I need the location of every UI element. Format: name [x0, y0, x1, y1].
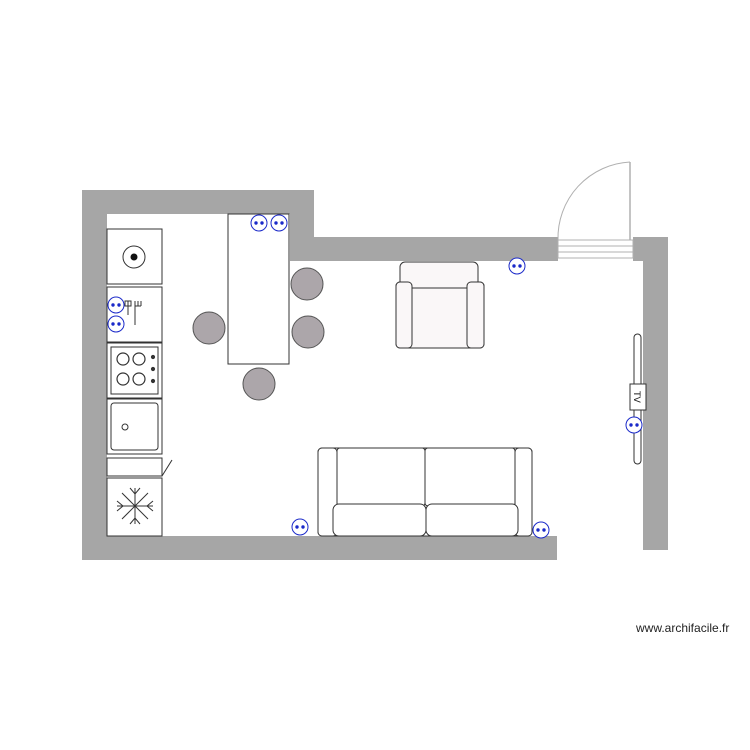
dishwasher-module — [106, 457, 163, 477]
wall-outlet-icon — [107, 296, 125, 314]
burner-icon — [116, 372, 130, 386]
sofa-cushion-right — [425, 503, 519, 537]
walls — [82, 190, 668, 560]
watermark: www.archifacile.fr — [636, 621, 730, 635]
armchair — [395, 261, 485, 349]
wall-outlet-icon — [532, 521, 550, 539]
wall-bottom — [82, 536, 557, 560]
wall-outlet-icon — [250, 214, 268, 232]
burner-icon — [132, 352, 146, 366]
kitchen-counter — [106, 228, 173, 537]
cutlery-icon — [124, 300, 142, 325]
stool — [242, 367, 276, 401]
cooktop-burners — [116, 352, 156, 386]
sink-module — [106, 398, 163, 455]
burner-icon — [116, 352, 130, 366]
sofa-back-left — [336, 447, 426, 507]
stool — [290, 267, 324, 301]
kitchen-island — [227, 213, 290, 365]
wall-left — [82, 190, 107, 560]
stool — [291, 315, 325, 349]
door-swing-icon — [557, 161, 631, 241]
entry-door[interactable] — [557, 161, 634, 259]
wall-top-right-a — [290, 237, 558, 261]
wall-top-left — [82, 190, 314, 214]
wall-outlet-icon — [107, 315, 125, 333]
outlets — [107, 214, 643, 539]
wall-outlet-icon — [291, 518, 309, 536]
burner-icon — [132, 372, 146, 386]
sofa — [317, 447, 533, 537]
tv-label: TV — [631, 390, 641, 403]
sofa-cushion-left — [332, 503, 427, 537]
wall-outlet-icon — [625, 416, 643, 434]
door-threshold — [557, 239, 634, 259]
hob-icon — [122, 245, 146, 269]
sink-icon — [110, 402, 159, 451]
wall-right — [643, 237, 668, 550]
stools — [192, 267, 325, 401]
stool — [192, 311, 226, 345]
tv — [629, 383, 647, 411]
wall-outlet-icon — [508, 257, 526, 275]
wall-outlet-icon — [270, 214, 288, 232]
freezer-snowflake-icon — [116, 487, 154, 525]
sofa-back-right — [424, 447, 516, 507]
